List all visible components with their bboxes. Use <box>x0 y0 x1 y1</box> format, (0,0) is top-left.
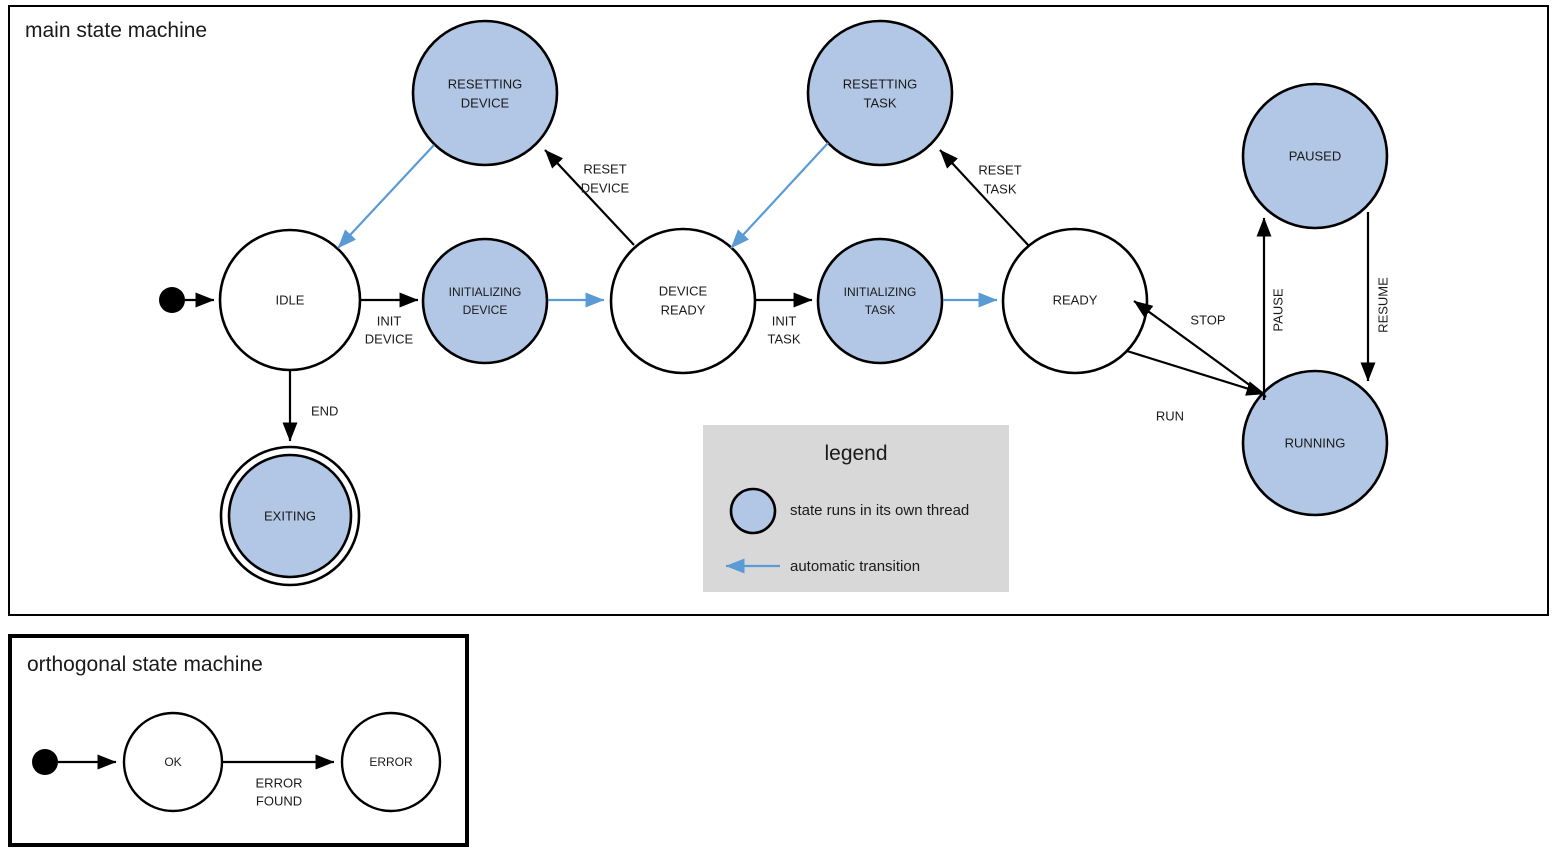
transition-label-reset-device-line2: DEVICE <box>581 180 630 195</box>
state-initializing-task-label-line1: INITIALIZING <box>844 285 917 299</box>
transition-ready-to-running <box>1126 349 1266 396</box>
state-device-ready[interactable] <box>609 227 757 375</box>
main-state-machine-frame <box>8 5 1549 616</box>
state-initializing-device[interactable] <box>421 237 549 365</box>
transition-label-resume: RESUME <box>1375 277 1390 333</box>
transition-label-reset-device-line1: RESET <box>583 161 626 176</box>
transition-device-ready-to-resetting-device <box>544 149 635 246</box>
legend-title: legend <box>824 442 887 465</box>
transition-resetting-task-to-device-ready <box>730 142 829 249</box>
state-resetting-device-label-line1: RESETTING <box>448 76 522 91</box>
state-ready-label: READY <box>1053 292 1098 307</box>
state-resetting-task-label-line1: RESETTING <box>843 76 917 91</box>
initial-state-dot-main <box>159 287 185 313</box>
legend-item-automatic-label: automatic transition <box>790 558 920 575</box>
transition-label-run: RUN <box>1156 408 1184 423</box>
transition-label-pause: PAUSE <box>1270 288 1285 331</box>
transition-label-reset-task-line1: RESET <box>978 162 1021 177</box>
state-running[interactable] <box>1241 369 1389 517</box>
state-paused[interactable] <box>1241 82 1389 230</box>
legend-item-thread-label: state runs in its own thread <box>790 502 969 519</box>
legend-thread-state-swatch <box>729 487 777 535</box>
orthogonal-state-machine-frame <box>8 634 469 847</box>
orthogonal-state-machine-title: orthogonal state machine <box>27 653 263 676</box>
state-paused-label: PAUSED <box>1289 148 1342 163</box>
initial-state-dot-orthogonal <box>32 749 58 775</box>
state-resetting-task[interactable] <box>806 19 954 167</box>
state-resetting-device[interactable] <box>411 19 559 167</box>
transition-label-init-task-line2: TASK <box>768 331 801 346</box>
state-initializing-task[interactable] <box>816 237 944 365</box>
state-ok-label: OK <box>164 755 181 769</box>
transition-label-end: END <box>311 403 338 418</box>
transition-label-init-device-line2: DEVICE <box>365 331 414 346</box>
state-error[interactable] <box>340 711 442 813</box>
state-initializing-device-label-line2: DEVICE <box>463 303 508 317</box>
transition-label-init-task-line1: INIT <box>772 313 797 328</box>
transition-ready-to-resetting-task <box>939 149 1030 247</box>
state-initializing-device-label-line1: INITIALIZING <box>449 285 522 299</box>
transition-label-error-found-line1: ERROR <box>256 775 303 790</box>
transition-running-to-ready <box>1133 300 1267 398</box>
transition-label-error-found-line2: FOUND <box>256 793 302 808</box>
state-idle-label: IDLE <box>276 292 305 307</box>
state-device-ready-label-line2: READY <box>661 302 706 317</box>
state-resetting-task-label-line2: TASK <box>864 95 897 110</box>
state-exiting[interactable] <box>227 453 353 579</box>
state-error-label: ERROR <box>369 755 413 769</box>
transition-resetting-device-to-idle <box>337 144 435 249</box>
transition-label-stop: STOP <box>1190 312 1225 327</box>
transition-label-reset-task-line2: TASK <box>984 181 1017 196</box>
state-initializing-task-label-line2: TASK <box>865 303 895 317</box>
state-exiting-label: EXITING <box>264 508 316 523</box>
state-resetting-device-label-line2: DEVICE <box>461 95 510 110</box>
main-state-machine-title: main state machine <box>25 19 207 42</box>
state-running-label: RUNNING <box>1285 435 1346 450</box>
state-device-ready-label-line1: DEVICE <box>659 283 708 298</box>
transition-label-init-device-line1: INIT <box>377 313 402 328</box>
